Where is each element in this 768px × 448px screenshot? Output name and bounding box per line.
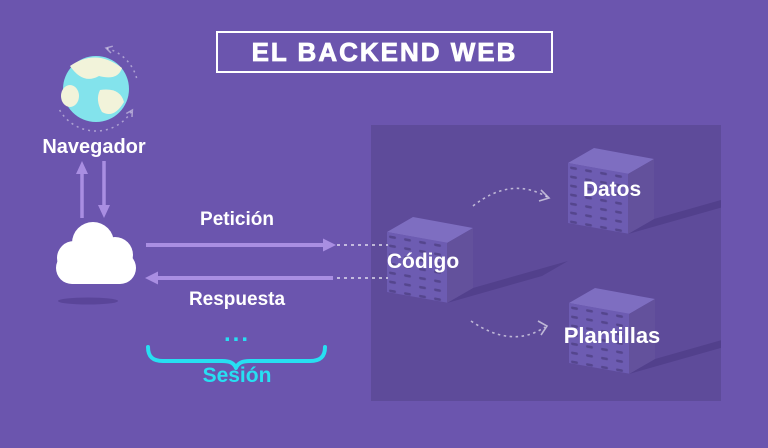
title-box: EL BACKEND WEB (216, 31, 553, 73)
server-building-icon (568, 148, 721, 234)
session-label: Sesión (202, 364, 272, 387)
globe-icon (58, 45, 138, 132)
dashed-sync-arrows-icon (58, 45, 138, 132)
server-building-icon (387, 217, 568, 303)
cloud-icon (56, 222, 136, 305)
data-server-label: Datos (582, 178, 642, 201)
session-dots: ... (223, 320, 250, 347)
code-server-label: Código (386, 250, 460, 273)
response-arrow (145, 271, 333, 285)
code-to-data-dashed-arrow (472, 187, 551, 207)
request-label: Petición (200, 209, 274, 230)
code-to-templates-dashed-arrow (470, 320, 549, 338)
session-brace (146, 345, 327, 370)
response-label: Respuesta (188, 289, 286, 310)
request-arrow (146, 238, 336, 252)
templates-server-label: Plantillas (563, 323, 661, 348)
server-building-icon (569, 288, 721, 374)
page-title: EL BACKEND WEB (251, 36, 518, 67)
browser-up-arrow (76, 161, 88, 218)
browser-label: Navegador (42, 136, 146, 158)
browser-down-arrow (98, 161, 110, 218)
